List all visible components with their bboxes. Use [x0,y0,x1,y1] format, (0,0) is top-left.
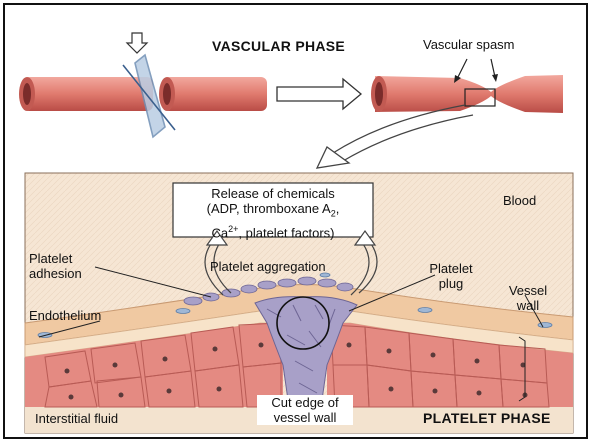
release-line-2-text: (ADP, thromboxane A [207,201,331,216]
release-line-1: Release of chemicals [175,186,371,201]
vascular-phase-heading: VASCULAR PHASE [212,39,345,54]
zoom-arrow-icon [317,105,473,168]
down-arrow-icon [127,33,147,53]
intact-vessel-right [159,77,267,111]
cut-edge-line-2: vessel wall [257,410,353,425]
cut-edge-line-1: Cut edge of [257,395,353,410]
release-line-3-pre: Ca [212,225,229,240]
intact-vessel-left [19,77,153,111]
platelet-aggregation-label: Platelet aggregation [210,259,326,274]
constricted-vessel [371,75,563,113]
endothelium-label: Endothelium [29,308,101,323]
platelet-phase-heading: PLATELET PHASE [423,411,551,426]
platelet-adhesion-line-2: adhesion [29,266,82,281]
blood-label: Blood [503,193,536,208]
platelet-plug-line-2: plug [421,276,481,291]
release-line-3: Ca2+, platelet factors) [175,222,371,240]
release-line-2-end: , [336,201,340,216]
vessel-wall-line-2: wall [503,298,553,313]
platelet-adhesion-line-1: Platelet [29,251,82,266]
platelet-adhesion-label: Platelet adhesion [29,251,82,281]
diagram-frame: VASCULAR PHASE Vascular spasm Release of… [3,3,588,439]
platelet-plug-label: Platelet plug [421,261,481,291]
vessel-wall-line-1: Vessel [503,283,553,298]
vessel-wall-label: Vessel wall [503,283,553,313]
release-line-3-post: , platelet factors) [238,225,334,240]
release-line-2: (ADP, thromboxane A2, [175,201,371,222]
cut-edge-label: Cut edge of vessel wall [257,395,353,425]
interstitial-fluid-label: Interstitial fluid [35,411,118,426]
platelet-plug-line-1: Platelet [421,261,481,276]
release-superscript: 2+ [228,224,238,234]
right-arrow-icon [277,79,361,109]
release-chemicals-label: Release of chemicals (ADP, thromboxane A… [175,186,371,240]
vascular-spasm-label: Vascular spasm [423,37,515,52]
